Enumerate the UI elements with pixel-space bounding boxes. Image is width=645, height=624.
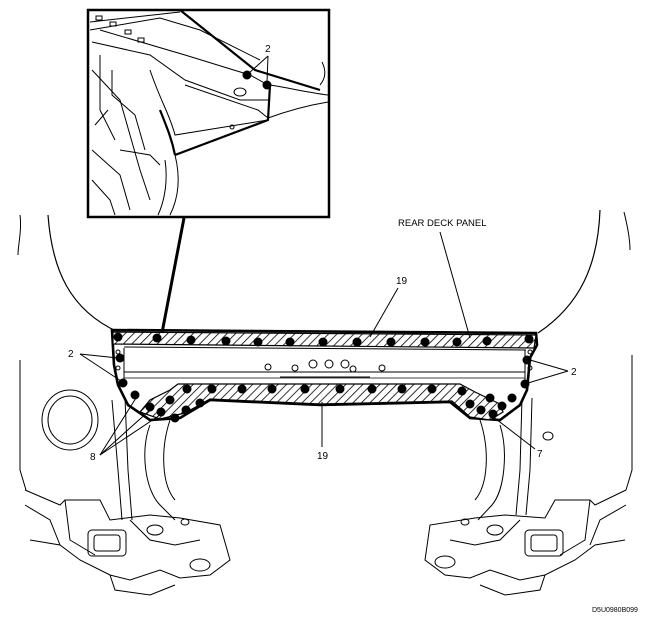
figure-code: D5U0980B099 [592,607,638,614]
spot-welds-bottom [182,384,467,396]
inset-leader-line [160,217,186,334]
callout-7: 7 [537,449,543,460]
inset-weld-2 [262,80,272,90]
lower-right-structure [424,489,627,596]
spot-welds-top [113,332,534,347]
lower-left-structure [24,489,231,596]
callout-2-inset: 2 [265,44,271,55]
callout-8: 8 [90,452,96,463]
callout-leaders [79,231,569,456]
spot-welds-left-corner [130,390,205,423]
callout-2-right: 2 [571,367,577,378]
body-outline [17,209,633,521]
callout-2-left: 2 [68,349,74,360]
spot-welds-right-corner [465,393,517,419]
callout-19-bottom: 19 [317,451,329,462]
rear-deck-panel-label: REAR DECK PANEL [398,218,487,229]
detail-inset [86,8,331,219]
callout-19-top: 19 [396,276,408,287]
